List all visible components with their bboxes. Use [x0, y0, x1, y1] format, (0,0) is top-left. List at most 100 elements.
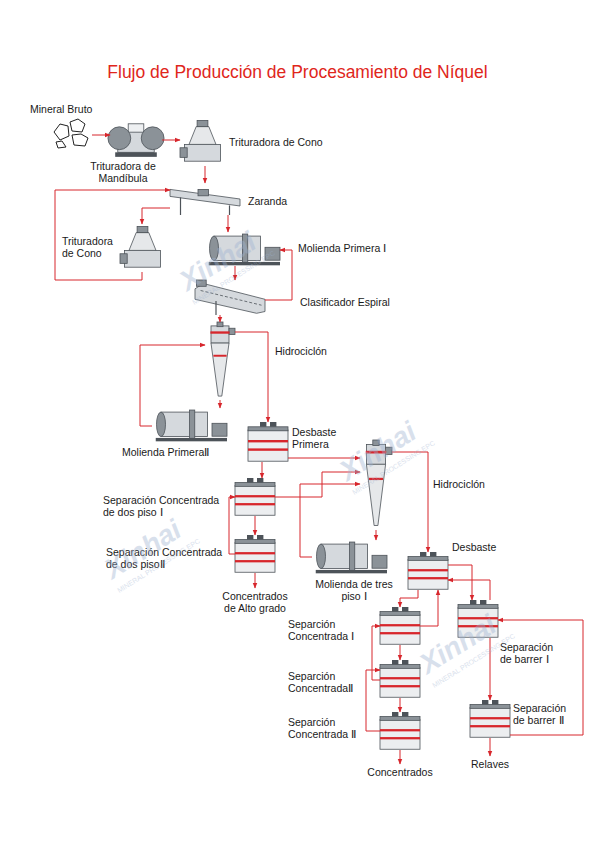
ore-pile: Mineral Bruto [52, 118, 92, 148]
flow-arrow [448, 580, 490, 600]
diagram-title: Flujo de Producción de Procesamiento de … [0, 62, 595, 83]
overflow-pipe [217, 322, 223, 327]
flow-arrow [140, 345, 205, 426]
drive-motor [120, 254, 127, 264]
equipment-icon [312, 540, 387, 574]
screen-leg [229, 205, 230, 215]
classifier-leg [215, 301, 216, 315]
drive-motor [430, 552, 436, 557]
cell-lip [248, 427, 288, 431]
flow-arrow [92, 135, 110, 136]
equipment-icon [52, 118, 92, 148]
flow-arrow [366, 670, 380, 731]
equipment-icon [235, 478, 275, 516]
cell-tank [380, 615, 420, 645]
equipment-icon [248, 422, 288, 462]
mill-base [156, 438, 227, 441]
cyclone-band [210, 331, 229, 333]
drive-motor [392, 712, 398, 717]
equipment-icon [110, 120, 162, 158]
drive-motor [212, 423, 227, 436]
feed-hopper [128, 124, 144, 132]
cell-lip [458, 605, 498, 609]
node-label: Molienda de tres piso Ⅰ [314, 578, 394, 602]
flow-arrow [235, 332, 268, 422]
hydrocyclone: Hidrociclón [205, 322, 235, 400]
ore-rock [54, 124, 69, 140]
node-label: Separción Concentrada Ⅱ [288, 716, 362, 740]
flow-arrow [220, 315, 221, 322]
mill-end [157, 412, 166, 436]
node-label: Trituradora de Mandíbula [88, 160, 158, 184]
node-label: Separción Concentrada Ⅰ [288, 618, 362, 642]
vibrating-screen: Zaranda [170, 183, 240, 215]
flotation-cell: Desbaste Primera [248, 422, 288, 462]
mill-base [316, 570, 387, 573]
cell-stripe [408, 569, 448, 571]
cell-tank [248, 430, 288, 461]
flow-arrow [229, 497, 235, 554]
flywheel [141, 127, 164, 150]
jaw-crusher: Trituradora de Mandíbula [110, 120, 162, 158]
equipment-icon [470, 700, 510, 738]
crusher-base [185, 144, 221, 161]
drive-motor [470, 600, 476, 605]
ball-mill: Molienda de tres piso Ⅰ [312, 540, 387, 574]
output-label: Concentrados de Alto grado [220, 590, 290, 614]
flow-arrow [205, 166, 206, 183]
flow-arrow [400, 645, 401, 660]
cell-lip [470, 705, 510, 709]
equipment-icon [180, 118, 225, 166]
node-label: Separación de barrer Ⅱ [513, 702, 577, 726]
cell-lip [380, 717, 420, 721]
feed-hopper [137, 226, 148, 232]
cell-stripe [380, 737, 420, 739]
drive-motor [402, 607, 408, 612]
drive-motor [180, 148, 187, 158]
cell-lip [380, 612, 420, 616]
node-label: Zaranda [248, 195, 308, 207]
cell-tank [380, 720, 420, 750]
flow-arrow [448, 565, 472, 600]
node-label: Molienda PrimeraⅡ [122, 446, 232, 458]
cell-stripe [235, 503, 275, 505]
equipment-icon [380, 712, 420, 750]
flow-arrow [420, 590, 438, 626]
mill-shell [161, 412, 208, 436]
flow-arrow [162, 140, 180, 141]
cell-tank [235, 543, 275, 573]
node-label: Clasificador Espiral [300, 296, 410, 308]
cell-stripe [380, 677, 420, 679]
drive-motor [492, 700, 498, 705]
output-label: Relaves [470, 758, 510, 770]
feed-hopper [197, 120, 208, 126]
crusher-base [115, 152, 157, 157]
drive-motor [247, 478, 253, 483]
cell-tank [235, 486, 275, 516]
mill-end [317, 544, 326, 568]
flotation-cell: Separación Concentrada de dos pisoⅡ [235, 535, 275, 573]
cell-stripe [408, 577, 448, 579]
flow-arrow [300, 484, 360, 557]
crusher-cone [129, 233, 156, 251]
cell-stripe [248, 440, 288, 442]
flotation-cell: Separción ConcentradaⅡ [380, 660, 420, 698]
node-label: Trituradora de Cono [229, 136, 339, 148]
flotation-cell: Separción Concentrada Ⅰ [380, 607, 420, 645]
connector-group [55, 135, 583, 735]
equipment-icon [120, 224, 165, 272]
cell-stripe [470, 725, 510, 727]
node-label: Trituradora de Cono [62, 235, 120, 259]
cyclone-barrel [211, 326, 229, 343]
node-label: Hidrociclón [275, 345, 355, 357]
cell-stripe [248, 448, 288, 450]
output-label: Concentrados [355, 766, 445, 778]
flotation-cell: Separción Concentrada Ⅱ [380, 712, 420, 750]
screen-leg [180, 197, 181, 215]
node-label: Desbaste Primera [292, 426, 347, 450]
flow-arrow [228, 215, 229, 232]
node-label: Hidrociclón [433, 478, 513, 490]
